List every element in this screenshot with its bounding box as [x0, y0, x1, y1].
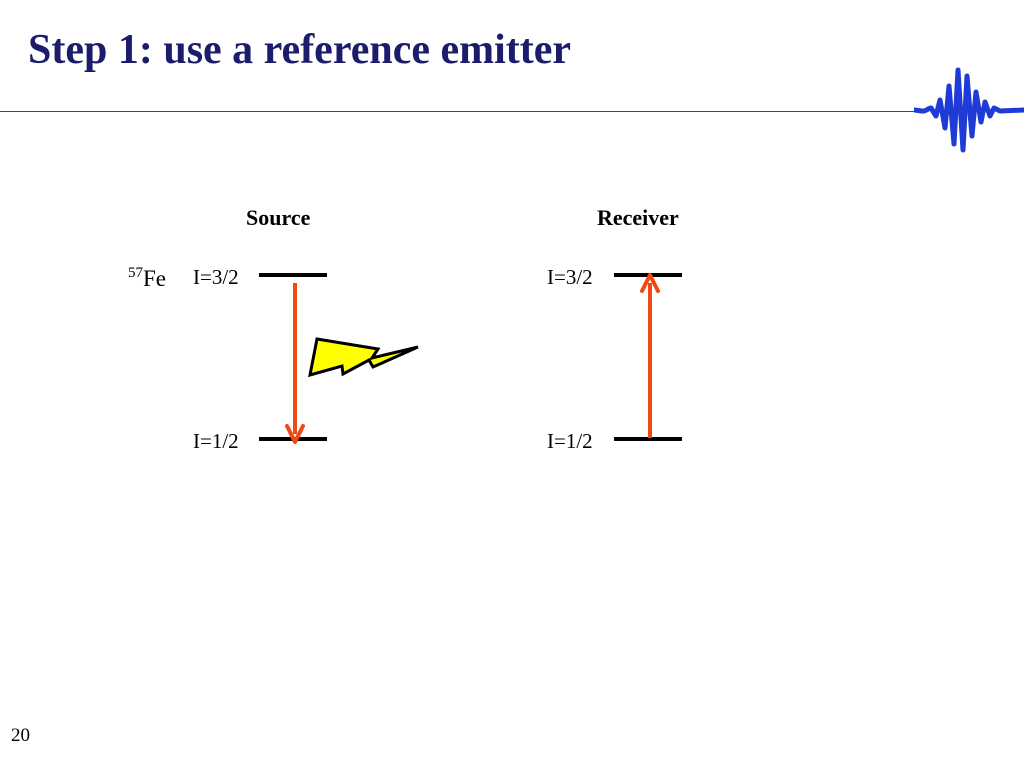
slide-title: Step 1: use a reference emitter: [28, 27, 572, 73]
receiver-upper-level-label: I=3/2: [547, 265, 593, 289]
waveform-logo-icon: [914, 67, 1024, 153]
source-heading: Source: [246, 205, 311, 230]
isotope-mass-number: 57: [128, 265, 143, 281]
isotope-label: 57Fe: [128, 265, 166, 292]
title-underline: [0, 111, 920, 112]
source-upper-level-label: I=3/2: [193, 265, 239, 289]
source-lower-level-label: I=1/2: [193, 429, 239, 453]
receiver-heading: Receiver: [597, 205, 679, 230]
lightning-bolt-icon: [308, 337, 419, 378]
receiver-lower-level-label: I=1/2: [547, 429, 593, 453]
isotope-symbol: Fe: [143, 266, 166, 291]
page-number: 20: [11, 725, 30, 746]
waveform-path: [914, 67, 1024, 153]
